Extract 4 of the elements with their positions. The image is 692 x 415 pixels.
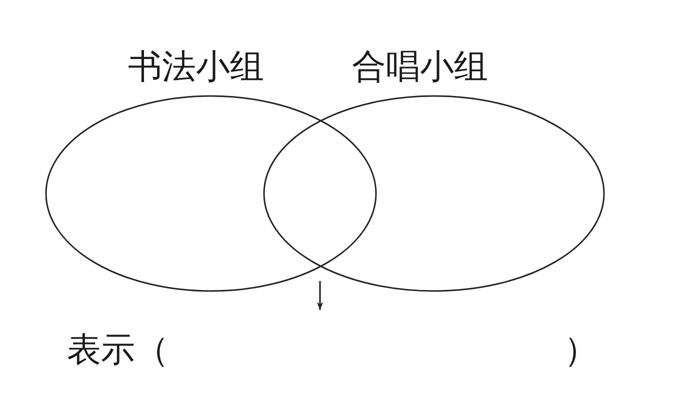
- set-label: 书法小组: [128, 47, 264, 87]
- set-label: 合唱小组: [352, 47, 488, 87]
- answer-prompt: 表示（: [67, 330, 169, 370]
- closing-parenthesis: ）: [564, 330, 598, 370]
